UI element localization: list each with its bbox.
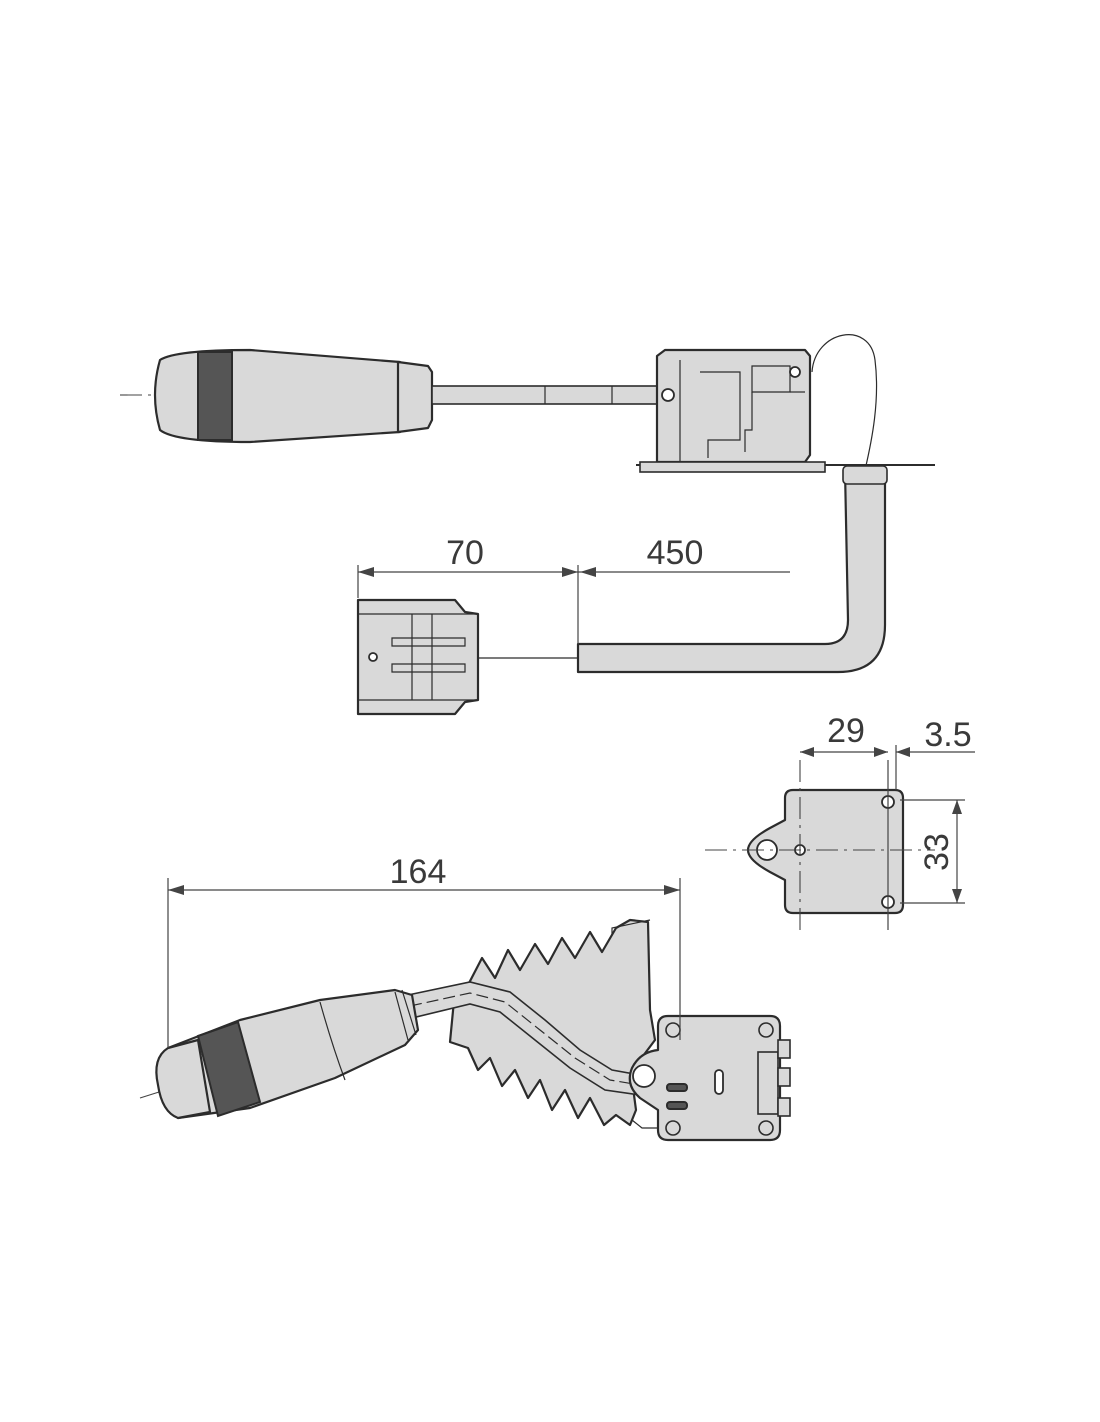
terminal-3 [777, 1097, 791, 1117]
housing-wire-loop [811, 334, 878, 471]
side-switch-screw-4 [758, 1120, 774, 1136]
side-handle-tip [155, 1038, 212, 1120]
cable-grommet [842, 465, 888, 485]
connector-hole [368, 652, 378, 662]
top-stem-rod [431, 385, 661, 405]
dimension-450: 450 [578, 534, 790, 577]
dimension-label-70: 70 [446, 534, 484, 572]
top-lever-assembly: 70 450 [120, 334, 935, 716]
dimension-29: 29 [800, 712, 888, 757]
dimension-3-5: 3.5 [896, 716, 975, 757]
dimension-label-3-5: 3.5 [924, 716, 971, 754]
top-grip-band [197, 351, 233, 441]
dimension-label-450: 450 [647, 534, 704, 572]
side-lever-assembly: 164 [139, 853, 791, 1142]
top-collar [396, 360, 434, 434]
top-housing-pivot [661, 388, 675, 402]
top-handle-knob [153, 348, 402, 444]
dimension-label-164: 164 [390, 853, 447, 891]
side-switch-screw-1 [665, 1022, 681, 1038]
side-switch-window [714, 1069, 724, 1095]
dimension-label-29: 29 [827, 712, 865, 750]
dimension-70: 70 [357, 534, 579, 644]
side-switch-screw-3 [665, 1120, 681, 1136]
terminal-block [757, 1051, 779, 1115]
side-grip-band [196, 1020, 262, 1118]
dimension-label-33: 33 [918, 833, 956, 871]
cable-sheath [576, 468, 887, 674]
bellows-boot [448, 918, 657, 1127]
dimension-33: 33 [900, 799, 965, 904]
side-switch-screw-2 [758, 1022, 774, 1038]
side-switch-pivot [632, 1064, 656, 1088]
base-plate [746, 788, 905, 915]
top-housing-screw [789, 366, 801, 378]
side-switch-slot-1 [666, 1083, 688, 1092]
base-plate-view: 29 3.5 33 [705, 712, 975, 930]
mounting-plate [639, 461, 826, 473]
terminal-1 [777, 1039, 791, 1059]
side-switch-slot-2 [666, 1101, 688, 1110]
terminal-2 [777, 1067, 791, 1087]
dimension-164: 164 [167, 853, 681, 1048]
